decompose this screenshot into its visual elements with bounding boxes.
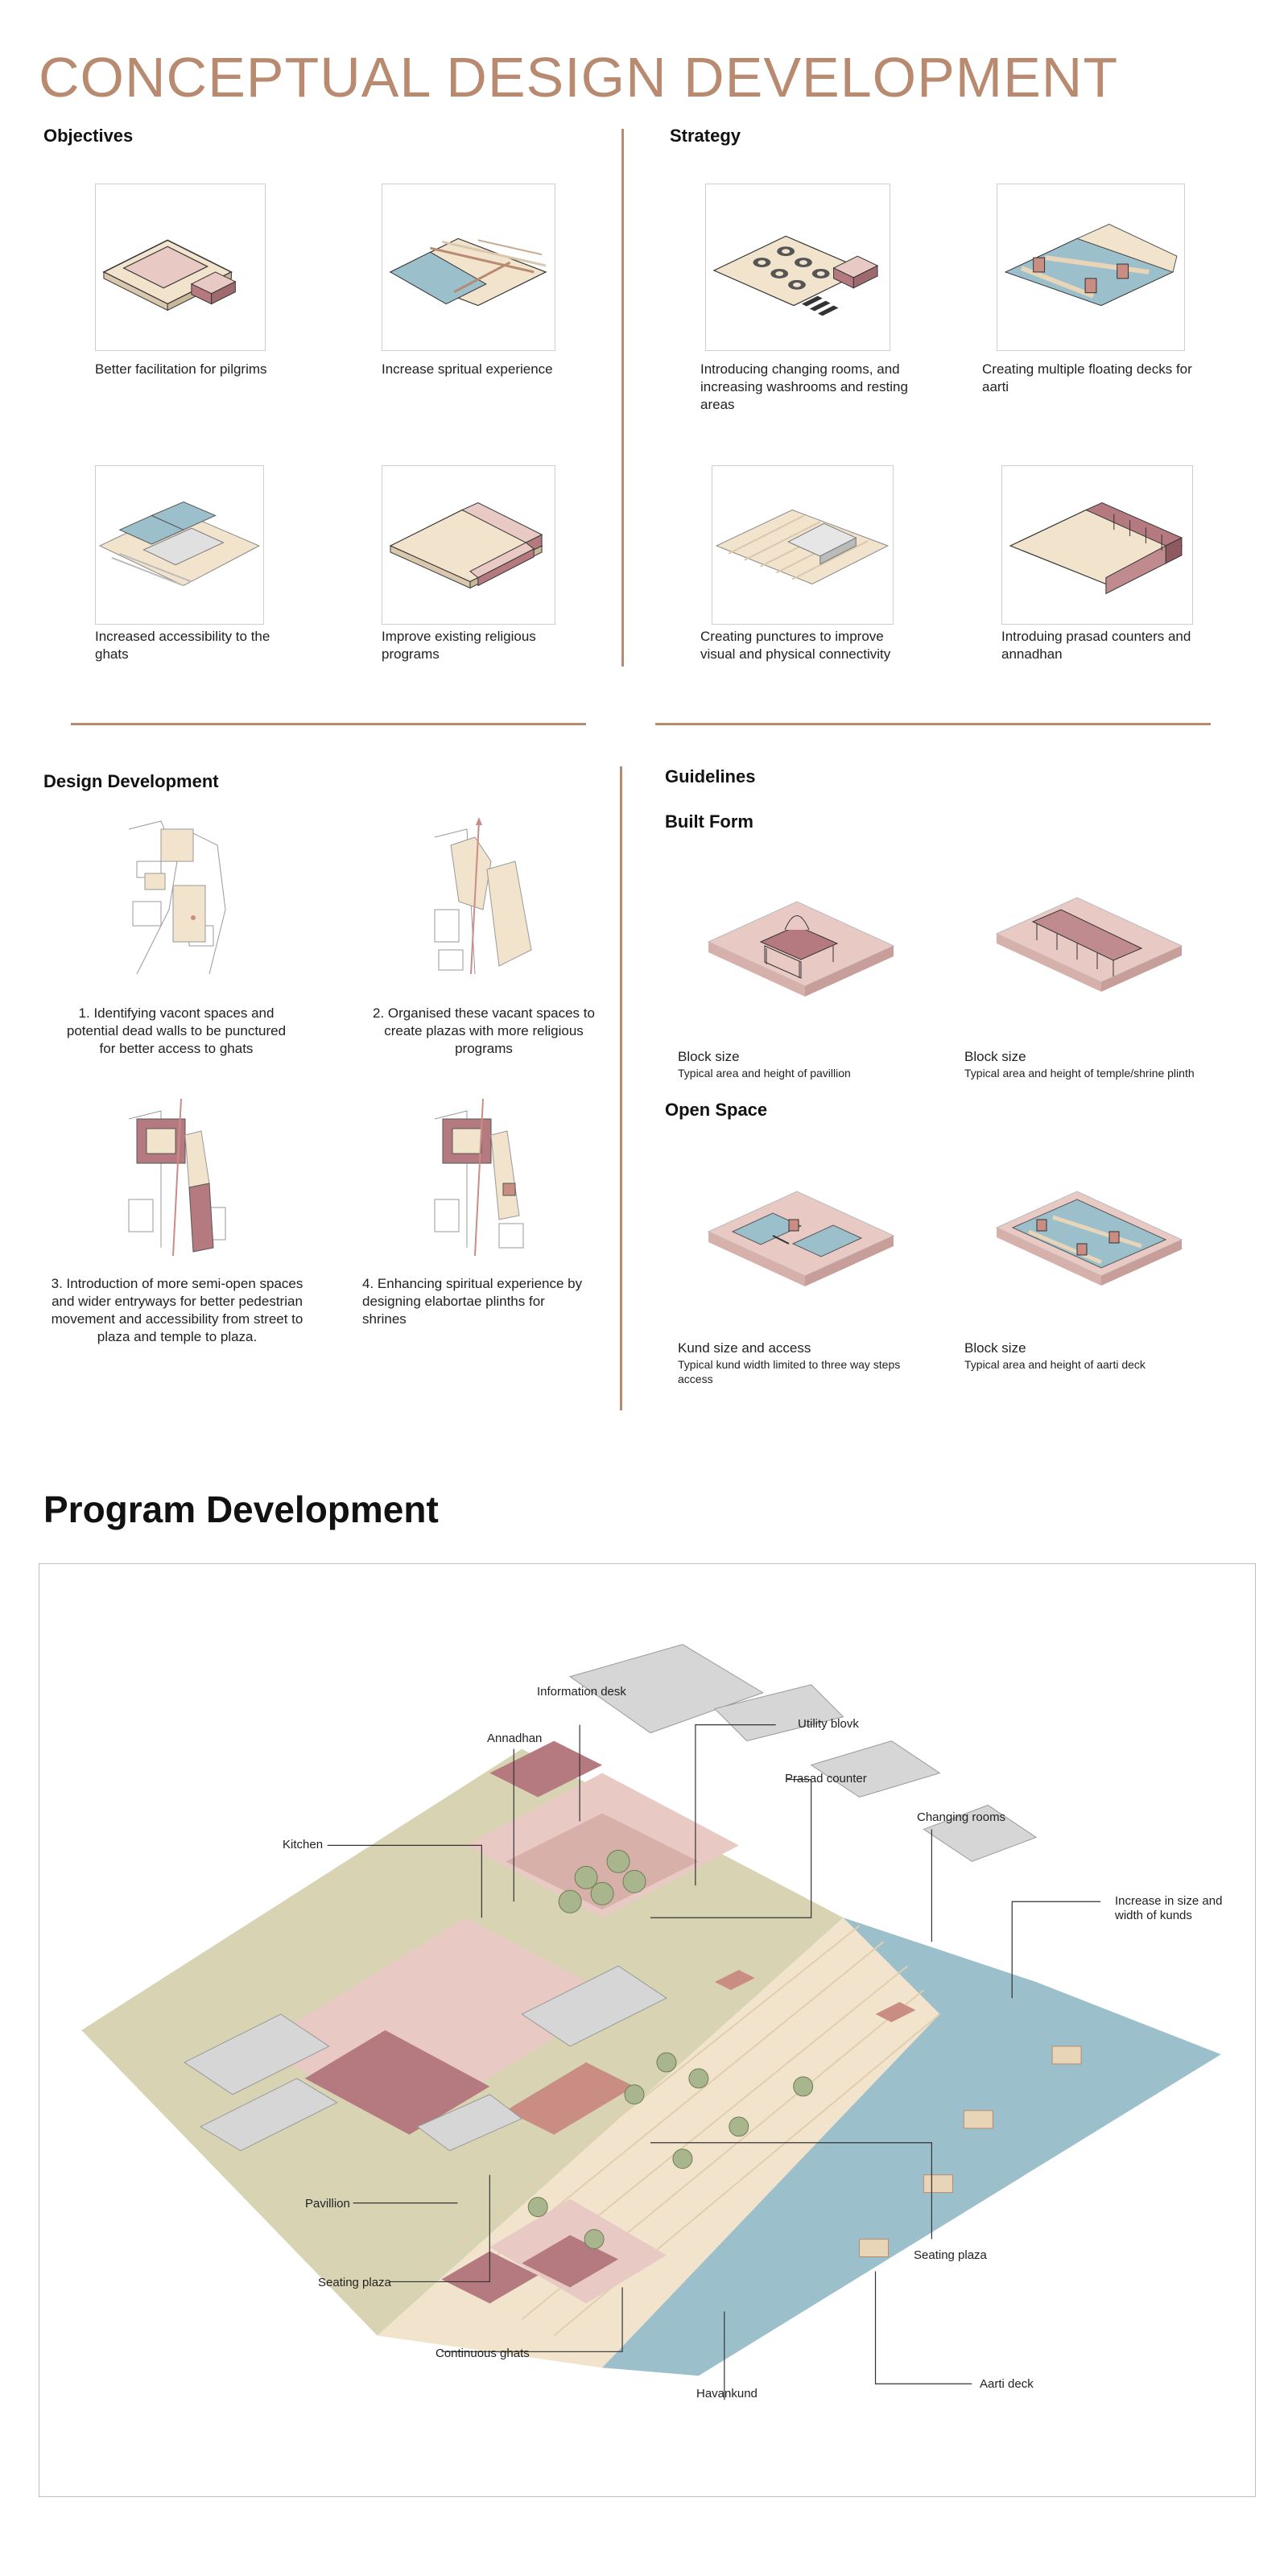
built-form-1-subtitle: Typical area and height of pavillion [678,1067,851,1080]
strategy-3-caption: Creating punctures to improve visual and… [700,629,891,662]
objective-1-caption: Better facilitation for pilgrims [95,361,267,377]
built-form-2-illustration [989,886,1190,998]
objective-2-caption: Increase spritual experience [382,361,553,377]
objective-3-caption: Increased accessibility to the ghats [95,629,270,662]
open-space-1-subtitle: Typical kund width limited to three way … [678,1358,901,1385]
label-changing-rooms: Changing rooms [917,1810,1006,1824]
open-space-2-illustration [989,1175,1190,1296]
site-axonometric-plan [81,1644,1221,2401]
label-seating-plaza-right: Seating plaza [914,2248,987,2262]
label-pavillion: Pavillion [305,2197,350,2211]
strategy-3-illustration [712,465,894,625]
program-development-frame: Information desk Annadhan Utility blovk … [39,1563,1256,2497]
design-step-2-caption: 2. Organised these vacant spaces to crea… [373,1005,595,1056]
label-seating-plaza-left: Seating plaza [318,2276,391,2289]
label-aarti-deck: Aarti deck [980,2377,1034,2391]
open-space-1-illustration [700,1175,902,1296]
label-annadhan: Annadhan [487,1732,543,1745]
strategy-2-illustration [997,184,1185,351]
label-continuous-ghats: Continuous ghats [436,2347,530,2360]
objective-3-illustration [95,465,264,625]
built-form-1-text: Block size Typical area and height of pa… [678,1048,935,1080]
label-prasad-counter: Prasad counter [785,1772,867,1785]
label-havankund: Havankund [696,2387,758,2401]
strategy-heading: Strategy [670,126,741,146]
design-step-4-diagram [419,1087,547,1264]
objective-1-illustration [95,184,266,351]
built-form-2-text: Block size Typical area and height of te… [964,1048,1238,1080]
label-increase-kunds: Increase in size and width of kunds [1115,1894,1223,1922]
built-form-1-title: Block size [678,1049,740,1064]
design-step-3-caption: 3. Introduction of more semi-open spaces… [51,1276,303,1344]
upper-vertical-divider [621,129,624,667]
built-form-2-title: Block size [964,1049,1026,1064]
program-development-heading: Program Development [43,1488,439,1530]
strategy-4-illustration [1001,465,1193,625]
page-title: CONCEPTUAL DESIGN DEVELOPMENT [39,46,1119,109]
objective-4-illustration [382,465,555,625]
design-step-4-caption: 4. Enhancing spiritual experience by des… [362,1276,583,1327]
design-step-1-caption: 1. Identifying vacont spaces and potenti… [66,1005,287,1056]
strategy-1-caption: Introducing changing rooms, and increasi… [700,361,908,412]
strategy-4-caption: Introduing prasad counters and annadhan [1001,629,1191,662]
label-kitchen: Kitchen [283,1838,324,1852]
open-space-heading: Open Space [665,1100,768,1120]
open-space-1-title: Kund size and access [678,1340,811,1356]
objective-2-illustration [382,184,555,351]
strategy-2-caption: Creating multiple floating decks for aar… [982,361,1192,394]
open-space-2-title: Block size [964,1340,1026,1356]
open-space-1-text: Kund size and access Typical kund width … [678,1340,935,1386]
objectives-heading: Objectives [43,126,134,146]
label-information-desk: Information desk [537,1685,626,1699]
open-space-2-subtitle: Typical area and height of aarti deck [964,1358,1146,1371]
objective-4-caption: Improve existing religious programs [382,629,536,662]
guidelines-heading: Guidelines [665,766,756,786]
label-utility-block: Utility blovk [798,1717,859,1731]
left-horizontal-divider [71,723,586,725]
right-horizontal-divider [655,723,1211,725]
design-step-3-diagram [113,1087,242,1264]
design-step-2-diagram [419,813,547,990]
built-form-heading: Built Form [665,811,753,832]
built-form-2-subtitle: Typical area and height of temple/shrine… [964,1067,1195,1080]
strategy-1-illustration [705,184,890,351]
built-form-1-illustration [700,886,902,998]
design-development-heading: Design Development [43,771,219,791]
lower-vertical-divider [620,766,622,1410]
open-space-2-text: Block size Typical area and height of aa… [964,1340,1222,1372]
design-step-1-diagram [113,813,242,990]
